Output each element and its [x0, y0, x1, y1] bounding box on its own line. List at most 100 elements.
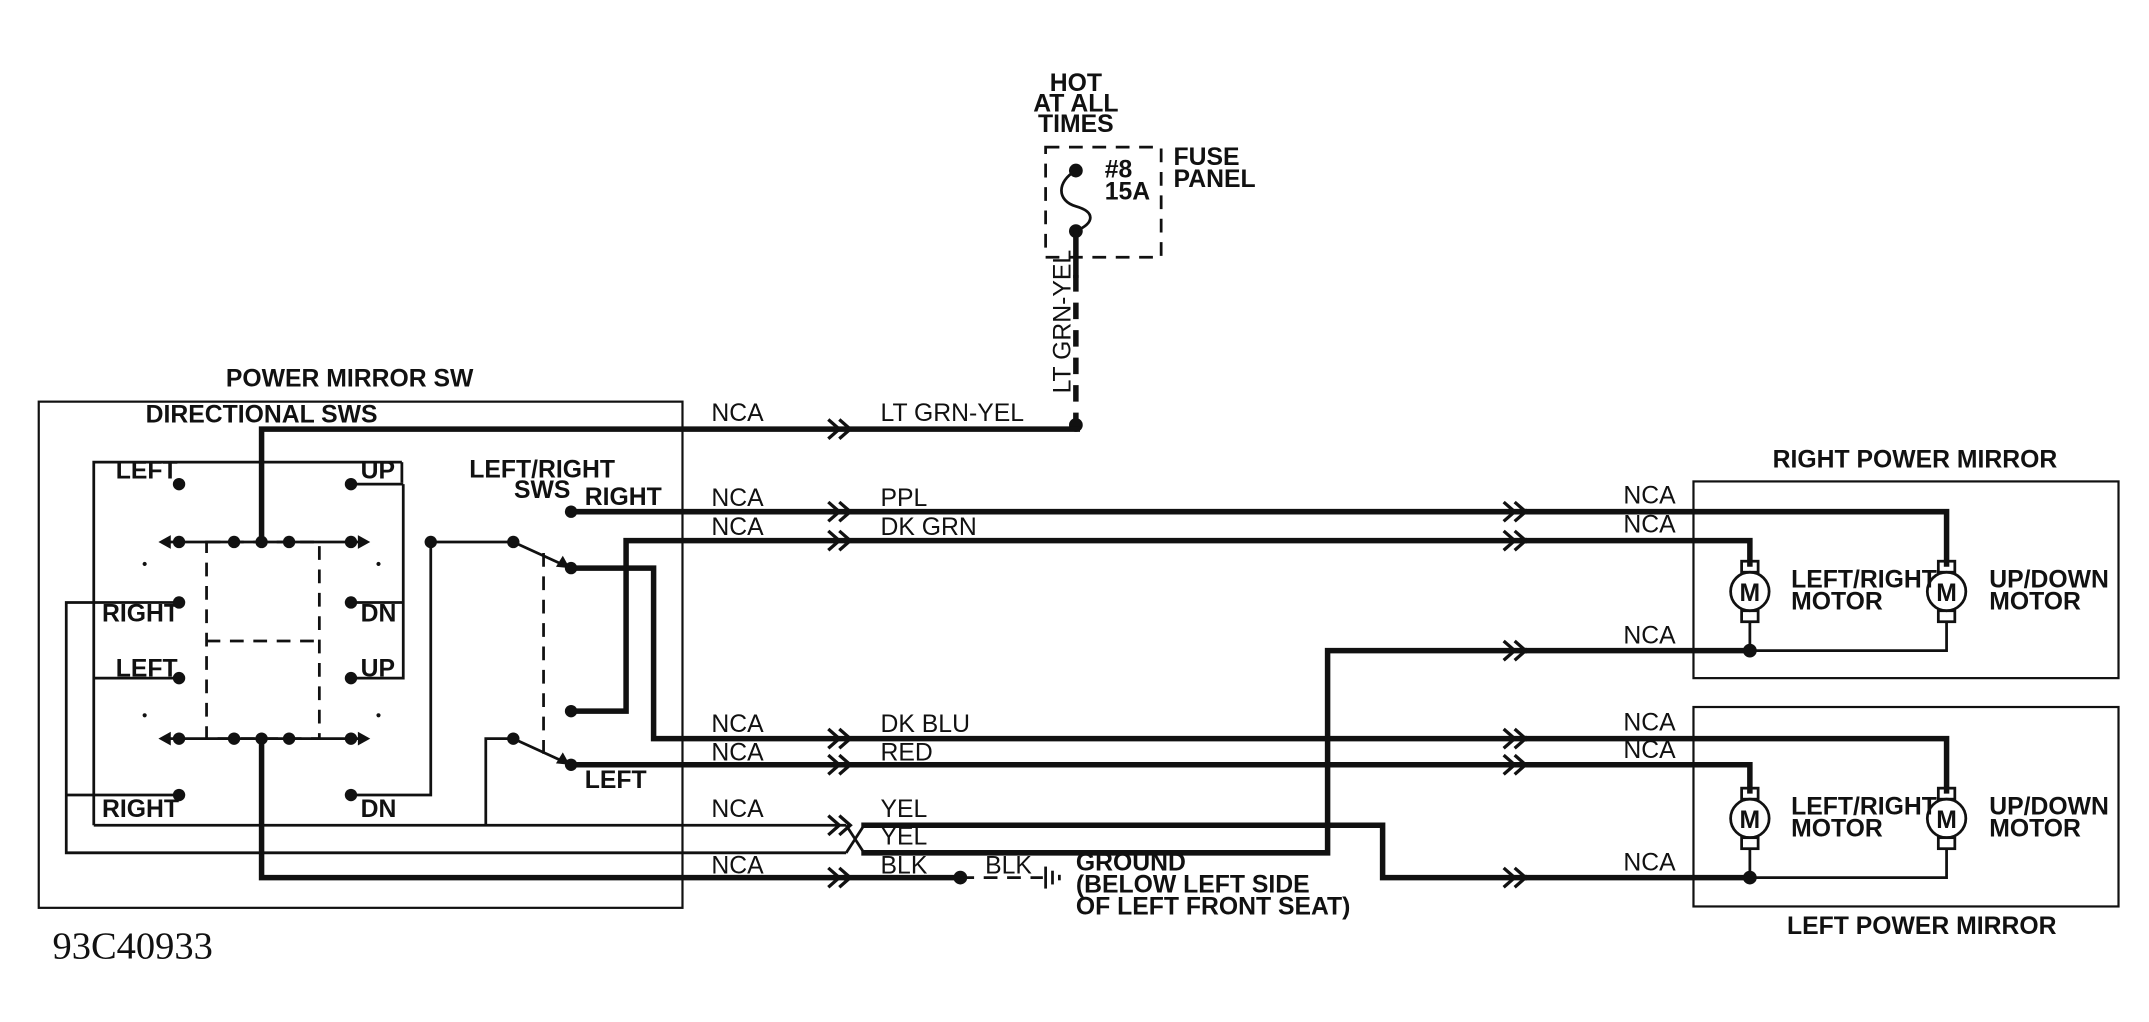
upper-blade-arrow-right — [357, 535, 371, 549]
dkgrn-to-lr-motor — [1521, 537, 1753, 567]
motor-symbol: M — [1740, 580, 1761, 607]
lower-right-label: RIGHT — [102, 796, 179, 823]
lr-sws-title-line1: LEFT/RIGHT — [469, 456, 615, 483]
upper-dn-label: DN — [361, 601, 397, 628]
fuse-element-icon — [1060, 169, 1092, 233]
upper-up-contact — [344, 477, 358, 491]
upper-blade-arrow-left — [158, 535, 171, 549]
left-power-mirror: LEFT POWER MIRROR M LEFT/RIGHT MOTOR M U… — [1521, 705, 2120, 940]
lr-upper-pivot — [507, 535, 520, 549]
upper-left-contact — [172, 477, 186, 491]
lower-blade-contact-left — [172, 732, 186, 745]
ppl-to-ud-motor — [1521, 508, 1950, 567]
feed-wire-color: LT GRN-YEL — [1049, 250, 1076, 394]
wire1-connector: NCA — [711, 400, 764, 427]
hot-label-line1: HOT — [1050, 70, 1102, 97]
right-ud-motor-label-line2: MOTOR — [1989, 588, 2081, 615]
right-mirror-box — [1692, 480, 2120, 680]
lower-left-contact — [172, 671, 186, 685]
yel-and-ground-wiring: GROUND (BELOW LEFT SIDE OF LEFT FRONT SE… — [843, 647, 1528, 921]
left-lr-motor-label-line1: LEFT/RIGHT — [1791, 793, 1937, 820]
lower-blade-pivot-1 — [227, 732, 241, 745]
right-ud-motor-label-line1: UP/DOWN — [1989, 566, 2109, 593]
supply-section: HOT AT ALL TIMES #8 15A FUSE PANEL LT GR… — [1033, 70, 1256, 432]
right-mirror-title: RIGHT POWER MIRROR — [1773, 447, 2058, 474]
yel-to-left-mirror — [861, 822, 1528, 881]
ground-label-line2: (BELOW LEFT SIDE — [1076, 872, 1310, 899]
lower-blade-contact-right — [344, 732, 358, 745]
lr-left-label: LEFT — [585, 767, 647, 794]
wire4-color: DK BLU — [881, 711, 970, 738]
lr-upper-common — [424, 535, 437, 549]
lr-upper-blade — [430, 540, 563, 566]
left-mirror-box — [1692, 705, 2120, 908]
connector-chevron — [827, 753, 853, 776]
lower-dn-link — [350, 541, 433, 797]
right-common-connector: NCA — [1623, 623, 1676, 650]
wire2-color: PPL — [881, 485, 928, 512]
lower-up-label: UP — [361, 656, 395, 683]
upper-up-label: UP — [361, 458, 395, 485]
hot-label-line3: TIMES — [1038, 111, 1114, 138]
connector-column-nca-2: NCA NCA NCA NCA NCA NCA — [1502, 482, 1676, 889]
wire6-color: YEL — [881, 796, 928, 823]
wire5-color: RED — [881, 740, 933, 767]
lower-dn-label: DN — [361, 796, 397, 823]
motor-symbol: M — [1936, 580, 1957, 607]
ground-label-line3: OF LEFT FRONT SEAT) — [1076, 894, 1351, 921]
upper-dn-contact — [344, 596, 358, 609]
connector-chevron — [827, 727, 853, 750]
left-ud-motor-icon: M — [1925, 786, 1968, 851]
figure-code: 93C40933 — [53, 926, 213, 968]
fuse-panel-label-line1: FUSE — [1174, 144, 1240, 171]
connector-column-nca: NCA LT GRN-YEL NCA PPL NCA DK GRN NCA DK… — [711, 400, 1032, 889]
upper-right-label: RIGHT — [102, 601, 179, 628]
left-mirror-splice — [1742, 870, 1757, 885]
dk-blu-output — [568, 565, 1528, 742]
wire3-color: DK GRN — [881, 514, 977, 541]
left-ud-motor-label-line2: MOTOR — [1989, 815, 2081, 842]
switch-title: POWER MIRROR SW — [226, 366, 474, 393]
lower-right-contact — [172, 788, 186, 802]
yel2-bus — [64, 795, 847, 855]
lower-blade-arrow-left — [158, 731, 171, 746]
dk-grn-output — [568, 537, 1528, 714]
connector-chevron — [827, 500, 853, 523]
wire7-connector: NCA — [711, 852, 764, 879]
yel-to-right-mirror — [861, 647, 1528, 856]
feed-bus — [258, 426, 1081, 545]
ppl-far-connector: NCA — [1623, 482, 1676, 509]
right-ud-motor-icon: M — [1925, 559, 1968, 624]
lr-sws-title-line2: SWS — [514, 477, 570, 504]
right-power-mirror: RIGHT POWER MIRROR M LEFT/RIGHT MOTOR M … — [1521, 447, 2120, 680]
lower-neutral-dot-2 — [376, 713, 381, 718]
right-lr-motor-icon: M — [1729, 559, 1771, 624]
ground-label-line1: GROUND — [1076, 850, 1186, 877]
ground-icon — [1044, 866, 1061, 889]
hot-label-line2: AT ALL — [1033, 90, 1118, 117]
upper-right-contact — [172, 596, 186, 609]
right-mirror-splice — [1742, 643, 1757, 658]
upper-directional-switch: LEFT UP RIGHT DN — [102, 458, 396, 628]
connector-chevron — [827, 529, 853, 552]
upper-left-label: LEFT — [116, 458, 178, 485]
lower-directional-switch: LEFT UP RIGHT DN — [102, 656, 396, 823]
dk-grn-far-connector: NCA — [1623, 511, 1676, 538]
fuse-panel-box — [1044, 145, 1163, 259]
dkblu-to-ud-motor — [1521, 735, 1950, 794]
ground-bus — [258, 735, 849, 881]
left-contact-bus — [92, 460, 402, 826]
upper-up-dn-link — [350, 482, 405, 604]
right-lr-motor-label-line2: MOTOR — [1791, 588, 1883, 615]
lower-up-link — [350, 602, 405, 680]
connector-chevron — [827, 814, 853, 837]
wire3-connector: NCA — [711, 514, 764, 541]
left-mirror-title: LEFT POWER MIRROR — [1787, 913, 2057, 940]
left-lr-motor-label-line2: MOTOR — [1791, 815, 1883, 842]
wire7-color-2: BLK — [985, 852, 1032, 879]
right-contact-bus — [64, 601, 180, 796]
lr-right-label: RIGHT — [585, 484, 662, 511]
left-lr-motor-icon: M — [1729, 786, 1771, 851]
lower-neutral-dot — [142, 713, 147, 718]
